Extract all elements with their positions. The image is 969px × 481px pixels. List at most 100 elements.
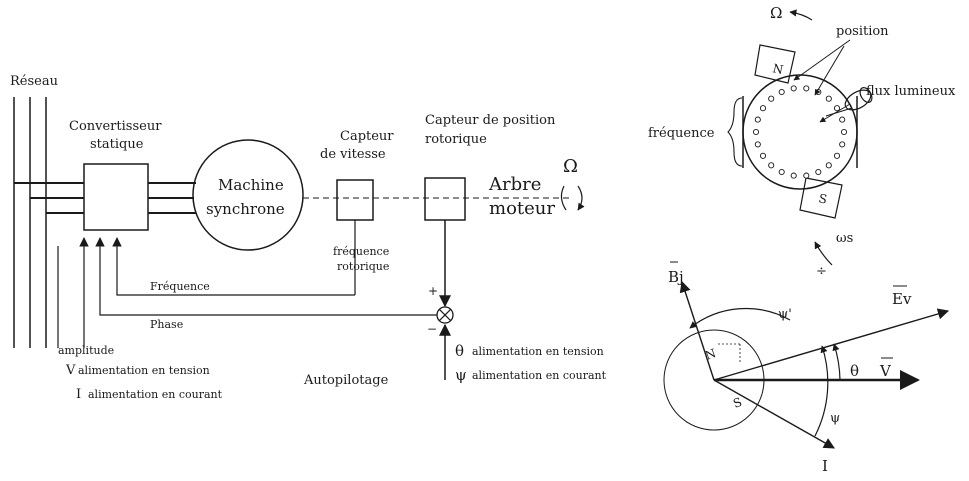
position-pointer-2 (814, 45, 845, 96)
position-sensor-drawing (742, 44, 858, 219)
flux-label: flux lumineux (866, 84, 956, 99)
theta-input-text: alimentation en tension (472, 345, 604, 358)
i-label: I (76, 387, 81, 402)
amplitude-label: amplitude (58, 344, 114, 357)
theta-input-label: θ (455, 342, 464, 360)
convertisseur-label-2: statique (90, 137, 144, 152)
pole-s-block (799, 177, 843, 219)
sensor-hole (754, 116, 761, 123)
v-text: alimentation en tension (78, 364, 210, 377)
frequence-label: Fréquence (150, 280, 210, 293)
convertisseur-box (83, 163, 149, 231)
machine-label-1: Machine (218, 176, 284, 194)
i-phasor-label: I (822, 457, 828, 475)
frequence-brace (727, 97, 743, 167)
shaft-rotation-arc-left (560, 185, 567, 211)
sensor-hole (759, 105, 767, 112)
sensor-hole (790, 85, 797, 92)
rotor-s-label: S (731, 395, 744, 411)
sensor-hole (754, 141, 761, 148)
sensor-hole (803, 172, 810, 179)
sensor-hole (778, 168, 785, 176)
i-text: alimentation en courant (88, 388, 223, 401)
psi-prime-label: ψ' (778, 307, 792, 322)
grid-to-converter-lines (14, 182, 84, 214)
shaft-rotation-arrow (577, 185, 585, 211)
spacer-2 (58, 250, 102, 348)
freq-rot-label-1: fréquence (333, 245, 389, 258)
pole-n-block (754, 44, 796, 84)
sensor-hole (768, 95, 775, 102)
psi-label: ψ (830, 411, 840, 426)
omega-top-arrow (789, 9, 813, 21)
capteur-vitesse-box (336, 179, 374, 221)
sensor-hole (833, 105, 841, 112)
phase-label: Phase (150, 318, 183, 331)
comparator-symbol (436, 306, 454, 324)
psi-prime-arc (689, 307, 791, 329)
capteur-vitesse-label-1: Capteur (340, 129, 394, 144)
reseau-label: Réseau (10, 74, 58, 89)
omega-top-label: Ω (770, 4, 782, 22)
sensor-hole (815, 168, 822, 176)
sensor-hole (752, 128, 760, 136)
bj-vector (679, 280, 715, 381)
spacer (58, 236, 106, 348)
minus-sign: − (427, 322, 437, 336)
ev-vector (713, 308, 950, 381)
autopilotage-label: Autopilotage (303, 373, 389, 388)
omega-shaft-label: Ω (563, 156, 578, 177)
v-label: V (65, 363, 76, 378)
convertisseur-label-1: Convertisseur (69, 119, 162, 134)
omega-s-sign: ÷ (816, 264, 827, 279)
position-pointer (793, 39, 851, 81)
sensor-hole (825, 162, 832, 169)
sensor-hole (840, 128, 848, 136)
capteur-vitesse-label-2: de vitesse (320, 147, 386, 162)
converter-to-machine-lines (148, 182, 196, 214)
bj-label: Bj (668, 268, 684, 286)
plus-sign: + (428, 284, 438, 298)
rotor-n-label: N (703, 346, 718, 363)
sensor-hole (759, 152, 767, 159)
sensor-hole (839, 141, 846, 148)
machine-label-2: synchrone (206, 200, 285, 218)
phase-feedback-line (95, 237, 437, 316)
omega-s-label: ωs (836, 231, 853, 246)
psi-arc (814, 345, 829, 437)
theta-label: θ (850, 362, 859, 380)
light-source (819, 87, 873, 123)
freq-rot-label-2: rotorique (337, 260, 389, 273)
sensor-hole (768, 162, 775, 169)
i-vector (713, 379, 835, 449)
arbre-label-1: Arbre (488, 174, 541, 195)
rotor-disk (742, 74, 858, 190)
sensor-holes (752, 85, 848, 179)
sensor-hole (839, 116, 846, 123)
sensor-hole (790, 172, 797, 179)
pole-n-label: N (771, 61, 784, 77)
machine-synchrone-circle (192, 139, 304, 251)
sensor-hole (833, 152, 841, 159)
ev-label: Ev (892, 290, 912, 308)
capteur-position-label-1: Capteur de position (425, 113, 556, 128)
theta-arc (832, 343, 841, 381)
reseau-lines (13, 97, 47, 348)
sensor-hole (825, 95, 832, 102)
arbre-label-2: moteur (489, 198, 555, 219)
pole-s-label: S (817, 191, 828, 206)
sensor-hole (778, 88, 785, 96)
psi-input-label: ψ (455, 366, 467, 384)
v-phasor-label: V (879, 362, 892, 380)
psi-input-text: alimentation en courant (472, 369, 607, 382)
phasor-diagram (663, 280, 950, 449)
sensor-hole (803, 85, 810, 92)
capteur-position-label-2: rotorique (425, 132, 487, 147)
frequence-feedback-line (112, 237, 355, 296)
frequence-right-label: fréquence (648, 126, 715, 141)
position-label: position (836, 24, 889, 39)
omega-s-arrow (814, 241, 833, 266)
capteur-position-box (424, 177, 466, 221)
